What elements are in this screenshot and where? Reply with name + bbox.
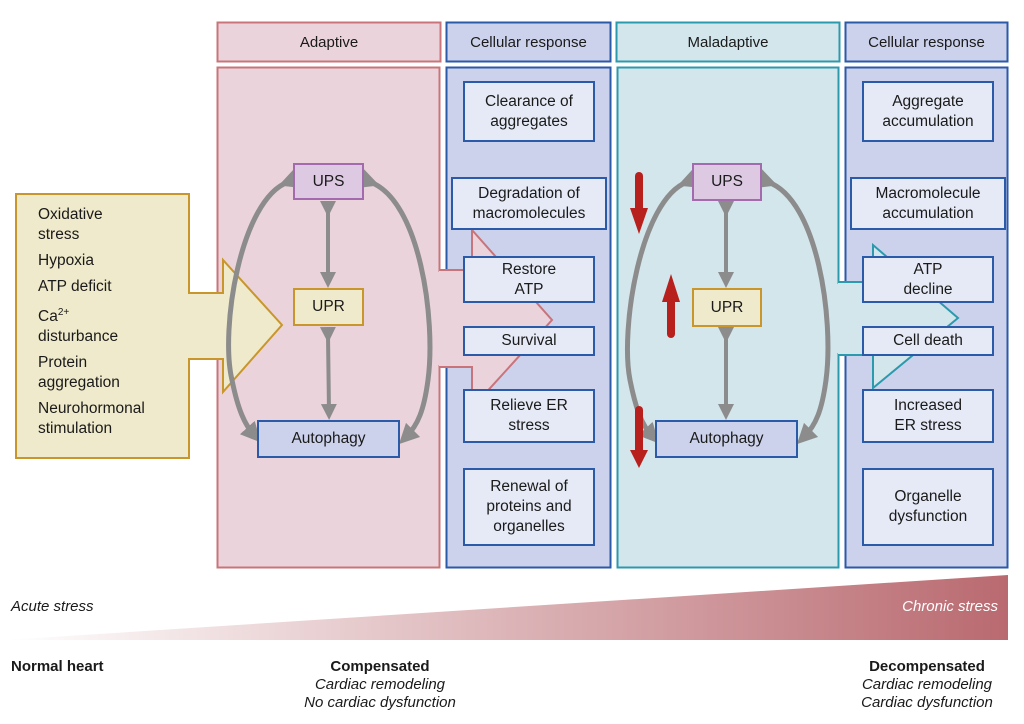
chronic-stress-label: Chronic stress (902, 598, 998, 615)
stressor-calcium-disturbance: Ca2+disturbance (38, 307, 119, 346)
maladaptive-ups-node: UPS (692, 163, 762, 201)
stage-compensated-title: Compensated (330, 658, 430, 675)
stage-compensated: Compensated Cardiac remodeling No cardia… (280, 658, 480, 712)
autophagy-decrease-arrow-icon (630, 406, 648, 468)
adaptive-autophagy-node: Autophagy (257, 420, 400, 458)
ups-decrease-arrow-icon (630, 172, 648, 234)
maladaptive-loop-right-arrow (755, 169, 831, 445)
response-survival: Survival (463, 326, 595, 356)
header-adaptive: Adaptive (299, 33, 359, 51)
stage-decompensated: Decompensated Cardiac remodeling Cardiac… (808, 658, 1024, 712)
stage-compensated-line2: No cardiac dysfunction (304, 694, 456, 711)
adaptive-loop-left-arrow (226, 169, 301, 443)
stage-decompensated-title: Decompensated (869, 658, 985, 675)
adaptive-upr-node: UPR (293, 288, 364, 326)
maladaptive-loop-left-arrow (625, 169, 700, 444)
stress-gradient-wedge (6, 575, 1008, 640)
maladaptive-autophagy-node: Autophagy (655, 420, 798, 458)
header-cellular-response-left: Cellular response (470, 33, 587, 51)
stage-compensated-line1: Cardiac remodeling (314, 676, 446, 693)
upr-autophagy-arrow (319, 326, 337, 420)
response-cell-death: Cell death (862, 326, 994, 356)
adaptive-ups-node: UPS (293, 163, 364, 200)
stage-normal-heart: Normal heart (11, 658, 104, 675)
header-cellular-response-right: Cellular response (868, 33, 985, 51)
stressor-hypoxia: Hypoxia (38, 252, 94, 269)
acute-stress-label: Acute stress (11, 598, 94, 615)
upr-increase-arrow-icon (662, 274, 680, 338)
stage-decompensated-line2: Cardiac dysfunction (861, 694, 993, 711)
header-maladaptive: Maladaptive (687, 33, 769, 51)
adaptive-loop-right-arrow (357, 169, 433, 445)
maladaptive-upr-node: UPR (692, 288, 762, 327)
stressor-atp-deficit: ATP deficit (38, 278, 112, 295)
stage-decompensated-line1: Cardiac remodeling (861, 676, 993, 693)
